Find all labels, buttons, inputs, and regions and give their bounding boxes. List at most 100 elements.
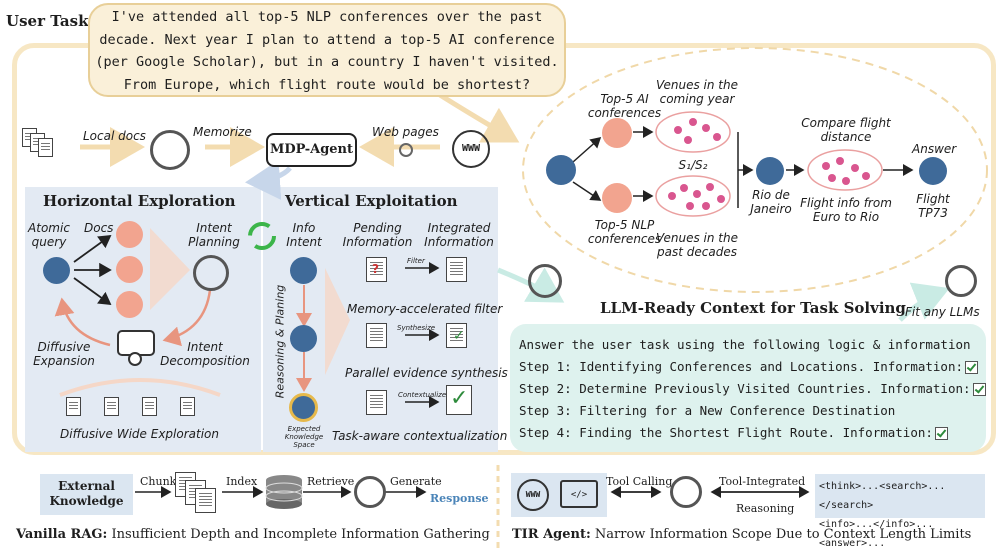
- star-knowledge-icon: [289, 393, 318, 422]
- tag-line: <think>...<search>...</search>: [819, 481, 946, 511]
- intent-decomposition-label: Intent Decomposition: [160, 340, 250, 368]
- label-line: Pending: [353, 221, 402, 235]
- caption-bold: TIR Agent:: [512, 527, 591, 542]
- checkbox-icon: [965, 361, 979, 374]
- document-icon: [104, 397, 119, 416]
- checkmark-icon: ✓: [453, 328, 465, 344]
- index-label: Index: [226, 475, 258, 488]
- code-window-icon: </>: [560, 480, 598, 508]
- step-text: Step 2: Determine Previously Visited Cou…: [519, 381, 971, 396]
- checkmark-icon: ✓: [450, 386, 469, 411]
- database-icon: [265, 475, 303, 509]
- label-line: Space: [293, 441, 315, 449]
- context-title: LLM-Ready Context for Task Solving: [600, 299, 906, 317]
- label-line: conferences: [587, 232, 662, 246]
- task-aware-label: Task-aware contextualization: [332, 429, 508, 443]
- doc-node: [116, 291, 143, 318]
- label-line: Decomposition: [160, 354, 250, 368]
- entity-dots: [668, 118, 870, 210]
- label-line: Information: [342, 235, 413, 249]
- label-line: Venues in the: [656, 231, 738, 245]
- label-line: Intent: [187, 340, 223, 354]
- wide-exploration-label: Diffusive Wide Exploration: [60, 427, 219, 441]
- label-line: Euro to Rio: [812, 210, 880, 224]
- label-line: Top-5 AI: [600, 92, 649, 106]
- document-icon: [66, 397, 81, 416]
- external-knowledge-box: External Knowledge: [40, 474, 133, 515]
- label-line: Knowledge: [49, 494, 124, 508]
- llm-icon: [354, 476, 386, 508]
- label-line: Venues in the: [656, 78, 738, 92]
- context-intro: Answer the user task using the following…: [519, 337, 971, 352]
- set-ratio-label: S₁/S₂: [678, 158, 708, 172]
- label-line: distance: [820, 130, 872, 144]
- document-icon: [180, 397, 195, 416]
- intent-planning-label: Intent Planning: [185, 221, 243, 249]
- venues-coming-label: Venues in the coming year: [652, 78, 742, 106]
- label-line: Compare flight: [801, 116, 891, 130]
- context-step: Step 4: Finding the Shortest Flight Rout…: [519, 425, 948, 440]
- pending-doc-icon: [366, 257, 387, 282]
- label-line: past decades: [657, 245, 737, 259]
- label-line: Integrated: [427, 221, 491, 235]
- docs-label: Docs: [84, 221, 114, 235]
- doc-node: [116, 256, 143, 283]
- checked-doc-icon: [446, 323, 467, 348]
- tag-box: <think>...<search>...</search> <info>...…: [815, 474, 985, 549]
- memorize-label: Memorize: [193, 125, 252, 139]
- label-line: Flight info from: [800, 196, 892, 210]
- integrated-label: Integrated Information: [420, 221, 498, 249]
- task-line: I've attended all top-5 NLP conferences …: [111, 9, 543, 25]
- context-step: Step 1: Identifying Conferences and Loca…: [519, 359, 979, 374]
- intent-node: [290, 325, 317, 352]
- venues-past-label: Venues in the past decades: [652, 231, 742, 259]
- vanilla-rag-caption: Vanilla RAG: Insufficient Depth and Inco…: [16, 527, 490, 542]
- integrated-doc-icon: [446, 257, 467, 282]
- atomic-query-label: Atomic query: [28, 221, 70, 249]
- caption-bold: Vanilla RAG:: [16, 527, 108, 542]
- checkbox-icon: [972, 383, 986, 396]
- expected-knowledge-label: Expected Knowledge Space: [274, 425, 334, 449]
- label-line: Diffusive: [37, 340, 91, 354]
- label-line: Planning: [188, 235, 240, 249]
- flight-label: Flight TP73: [908, 192, 958, 220]
- pending-doc-icon: [366, 390, 387, 415]
- rio-node: [756, 157, 784, 185]
- top5-nlp-label: Top-5 NLP conferences: [582, 218, 667, 246]
- answer-node: [919, 157, 947, 185]
- horizontal-title: Horizontal Exploration: [43, 192, 236, 210]
- checkbox-icon: [934, 427, 948, 440]
- task-line: decade. Next year I plan to attend a top…: [99, 31, 555, 48]
- llm-icon: [150, 130, 190, 170]
- response-label: Response: [430, 492, 489, 505]
- info-intent-label: Info Intent: [283, 221, 325, 249]
- user-task-label: User Task: [6, 12, 89, 30]
- flight-info-label: Flight info from Euro to Rio: [795, 196, 897, 224]
- rio-label: Rio de Janeiro: [742, 188, 800, 216]
- web-pages-label: Web pages: [372, 125, 439, 139]
- reasoning-ellipse: [522, 47, 988, 293]
- retrieve-label: Retrieve: [307, 475, 355, 488]
- reasoning-label: Reasoning: [736, 502, 795, 515]
- label-line: Flight: [916, 192, 950, 206]
- caption-rest: Insufficient Depth and Incomplete Inform…: [107, 527, 490, 542]
- step-text: Step 1: Identifying Conferences and Loca…: [519, 359, 964, 374]
- intent-node: [290, 257, 317, 284]
- answer-label: Answer: [912, 142, 957, 156]
- memory-filter-label: Memory-accelerated filter: [347, 302, 503, 316]
- chunk-label: Chunk: [140, 475, 177, 488]
- llm-icon: [945, 265, 977, 297]
- label-line: TP73: [918, 206, 948, 220]
- tool-calling-label: Tool Calling: [606, 475, 673, 488]
- document-icon: [195, 488, 216, 513]
- atomic-query-node: [43, 257, 70, 284]
- label-line: Top-5 NLP: [594, 218, 655, 232]
- llm-icon: [528, 264, 562, 298]
- context-doc-icon: [446, 385, 472, 415]
- label-line: External: [58, 479, 115, 493]
- clock-icon: [128, 352, 142, 366]
- diffusive-expansion-label: Diffusive Expansion: [30, 340, 98, 368]
- www-globe-icon: WWW: [452, 130, 490, 168]
- caption-rest: Narrow Information Scope Due to Context …: [590, 527, 972, 542]
- question-mark-icon: ?: [372, 262, 379, 276]
